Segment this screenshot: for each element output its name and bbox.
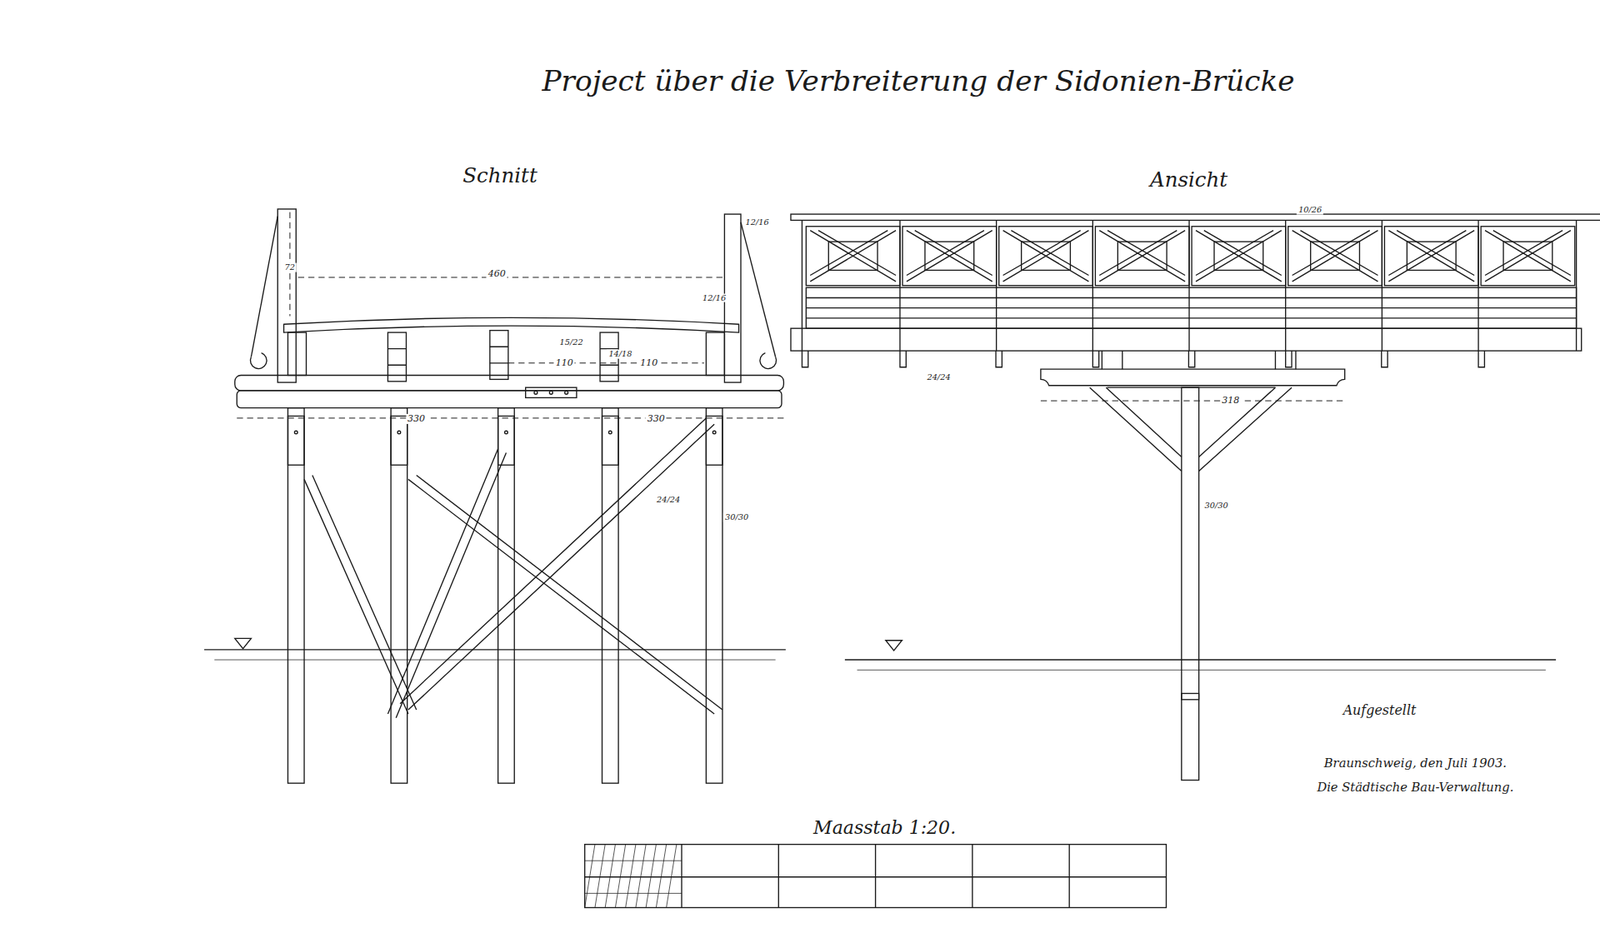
section-view-part (525, 387, 577, 398)
dimension-label: 110 (554, 358, 575, 369)
section-view-part (602, 408, 620, 784)
dimension-label: 12/16 (700, 293, 728, 303)
section-view-part (236, 417, 784, 419)
scale-bar (585, 845, 1167, 909)
elevation-view-part (1181, 693, 1200, 700)
section-view-part (235, 638, 252, 649)
section-view-part (287, 332, 306, 375)
section-view-part (204, 649, 786, 650)
elevation-view-part (1288, 226, 1383, 286)
view-heading: Ansicht (1148, 168, 1230, 191)
elevation-view-part (805, 297, 1576, 318)
elevation-view-part (1090, 387, 1182, 471)
section-view-part (284, 317, 740, 333)
elevation-view-part (885, 640, 903, 651)
scale-bar-part (585, 845, 677, 909)
section-view-part (236, 212, 784, 419)
section-view-part (565, 390, 569, 395)
section-view-part (390, 408, 408, 784)
scale-bar-part (585, 860, 682, 894)
section-view-part (287, 408, 305, 784)
section-view-part (508, 362, 705, 364)
section-view-part (760, 353, 777, 370)
dimension-label: 24/24 (655, 495, 682, 505)
elevation-view-part (1040, 400, 1345, 402)
dimension-label: 330 (405, 414, 427, 425)
elevation-view-part (1199, 387, 1292, 471)
elevation-view-part (1384, 226, 1479, 286)
section-view-part (214, 660, 775, 661)
dimension-label: 14/18 (606, 350, 634, 360)
section-view-part (236, 390, 782, 409)
section-view-part (740, 222, 776, 358)
section-view-part (304, 475, 417, 714)
elevation-view (790, 214, 1600, 780)
dimension-label: 318 (1220, 395, 1241, 406)
section-view-part (705, 408, 723, 784)
elevation-view-part (790, 214, 1600, 220)
section-view-part (490, 330, 509, 380)
elevation-view-part (1480, 226, 1575, 286)
elevation-view-part (902, 226, 997, 286)
elevation-view-part (999, 226, 1094, 286)
dimension-label: 330 (645, 414, 667, 425)
elevation-view-part (801, 220, 1576, 351)
elevation-view-part (1040, 369, 1345, 386)
section-view-part (235, 375, 785, 390)
view-heading: Schnitt (460, 164, 539, 187)
section-view-part (498, 408, 515, 784)
dimension-label: 460 (486, 269, 508, 280)
elevation-view-part (790, 328, 1582, 351)
dimension-label: 110 (638, 358, 660, 369)
section-view (204, 209, 786, 784)
section-view-part (250, 353, 267, 370)
signature-note: Aufgestellt (1341, 704, 1419, 720)
section-view-part (250, 216, 278, 358)
section-view-part (705, 332, 725, 375)
dimension-label: 12/16 (743, 218, 770, 228)
elevation-view-part (1101, 350, 1296, 370)
dimension-label: 10/26 (1296, 205, 1324, 215)
section-view-part (387, 332, 406, 382)
dimension-label: 24/24 (925, 373, 952, 383)
elevation-view-part (845, 659, 1556, 660)
section-view-part (387, 449, 506, 719)
sheet-title: Project über die Verbreiterung der Sidon… (540, 65, 1297, 98)
elevation-view-part (801, 350, 1485, 368)
elevation-view-part (1095, 226, 1190, 286)
dimension-label: 72 (283, 262, 297, 272)
elevation-view-part (805, 226, 900, 286)
elevation-view-part (805, 287, 1576, 329)
dimension-label: 30/30 (723, 512, 750, 522)
section-view-part (534, 390, 538, 395)
scale-caption: Maasstab 1:20. (811, 818, 958, 839)
elevation-view-part (1191, 226, 1286, 286)
section-view-part (298, 276, 723, 278)
dimension-label: 15/22 (558, 338, 585, 348)
section-view-part (549, 390, 553, 395)
elevation-view-part (1181, 387, 1200, 780)
scale-bar-part (585, 845, 1167, 909)
signature-note: Braunschweig, den Juli 1903. (1322, 756, 1509, 770)
section-view-part (277, 209, 296, 383)
elevation-view-part (857, 670, 1546, 671)
scale-bar-part (681, 845, 1070, 909)
signature-note: Die Städtische Bau-Verwaltung. (1315, 780, 1515, 795)
section-view-part (400, 418, 715, 710)
dimension-label: 30/30 (1202, 501, 1230, 511)
section-view-part (408, 475, 723, 714)
